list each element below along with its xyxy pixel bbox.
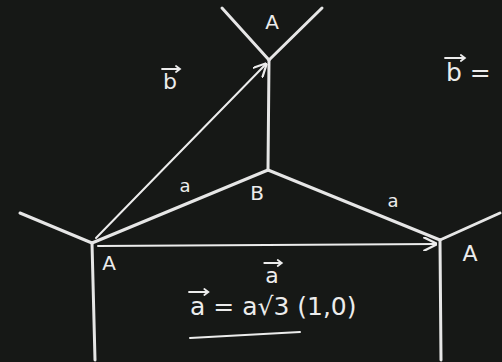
bond-line [440, 213, 500, 240]
equation: b = [446, 60, 491, 85]
atom-label: A [102, 253, 116, 273]
atom-label: A [462, 243, 477, 265]
lattice-vector-a [98, 244, 436, 246]
bond-line [92, 243, 95, 360]
bond-line [20, 213, 92, 243]
bond-line [268, 60, 269, 170]
bond-line [440, 240, 441, 360]
length-label: a [387, 192, 398, 210]
length-label: a [179, 177, 190, 195]
vector-label: a [265, 265, 278, 287]
bond-line [222, 8, 269, 60]
atom-label: B [250, 183, 264, 203]
vector-label: b [163, 71, 177, 93]
underline [190, 332, 300, 338]
atom-label: A [265, 12, 279, 32]
bond-line [268, 170, 440, 240]
bond-line [92, 170, 268, 243]
equation: a = a√3 (1,0) [190, 294, 357, 319]
lattice-vector-b [96, 64, 266, 238]
